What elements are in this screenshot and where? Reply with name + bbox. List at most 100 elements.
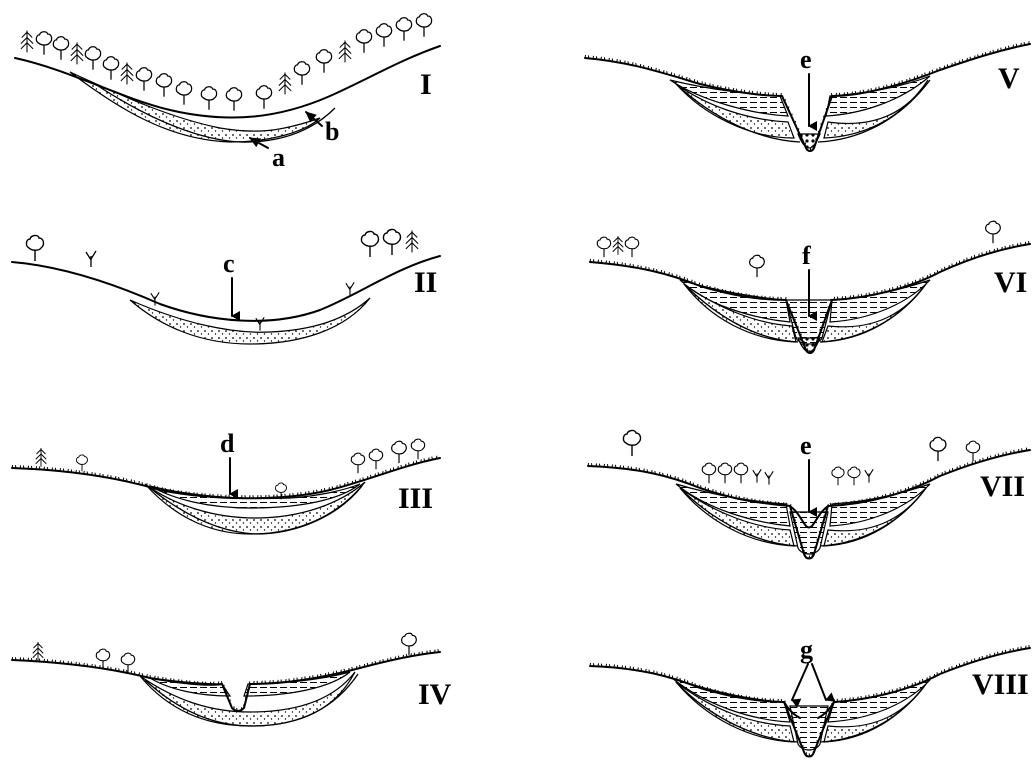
grass-tick [363,477,364,480]
grass-tick [609,261,610,264]
grass-tick [994,653,995,656]
grass-tick [155,676,156,679]
grass-tick [718,288,719,291]
grass-tick [44,659,45,662]
grass-tick [321,489,322,492]
grass-tick [667,71,668,74]
grass-tick [812,554,813,557]
grass-tick [387,658,388,661]
grass-tick [265,681,266,684]
grass-tick [823,725,824,728]
grass-tick [884,691,885,694]
grass-tick [852,92,853,95]
grass-tick [746,294,747,297]
grass-tick [796,125,797,128]
grass-tick [838,502,839,505]
grass-tick [803,139,804,142]
panel-label-VI: VI [994,266,1027,299]
grass-tick [682,76,683,79]
grass-tick [828,306,829,309]
grass-tick [892,287,893,290]
grass-tick [221,681,222,684]
grass-tick [820,329,821,332]
grass-tick [699,685,700,688]
grass-tick [690,78,691,81]
grass-tick [247,689,248,692]
forest-trees-I [21,14,432,111]
grass-tick [639,468,640,471]
grass-tick [932,70,933,73]
grass-tick [714,287,715,290]
grass-tick [904,686,905,689]
grass-tick [321,674,322,677]
grass-tick [877,693,878,696]
grass-tick [123,478,124,481]
grass-tick [894,82,895,85]
grass-tick [669,272,670,275]
grass-tick [844,92,845,95]
grass-tick [679,75,680,78]
grass-tick [1003,453,1004,456]
grass-tick [649,670,650,673]
grass-tick [776,93,777,96]
grass-tick [790,308,791,311]
grass-tick [765,698,766,701]
grass-tick [930,274,931,277]
grass-tick [937,68,938,71]
grass-tick [237,495,238,498]
grass-tick [697,484,698,487]
grass-tick [186,680,187,683]
grass-tick [247,693,248,696]
grass-tick [202,493,203,496]
grass-tick [1013,648,1014,651]
grass-tick [123,669,124,672]
grass-tick [44,467,45,470]
grass-tick [802,745,803,748]
grass-tick [687,278,688,281]
grass-tick [823,520,824,523]
grass-tick [957,467,958,470]
grass-tick [762,698,763,701]
ground-surface-IV [12,652,440,711]
grass-tick [987,655,988,658]
grass-tick [52,467,53,470]
grass-tick [103,666,104,669]
grass-tick [781,93,782,96]
grass-tick [721,86,722,89]
grass-tick [281,679,282,682]
channel-fill-VII [790,512,828,554]
grass-tick [119,477,120,480]
grass-tick [190,681,191,684]
grass-tick [789,712,790,715]
grass-tick [791,715,792,718]
grass-tick [257,681,258,684]
grass-tick [390,469,391,472]
grass-tick [814,344,815,347]
grass-tick [817,337,818,340]
grass-tick [944,66,945,69]
panel-label-II: II [414,266,437,299]
label-a: a [272,143,285,172]
grass-tick [687,680,688,683]
grass-tick [36,658,37,661]
grass-tick [768,92,769,95]
grass-tick [908,487,909,490]
grass-tick [997,652,998,655]
grass-tick [317,675,318,678]
grass-tick [324,488,325,491]
grass-tick [221,494,222,497]
grass-tick [620,465,621,468]
grass-tick [990,51,991,54]
grass-tick [819,736,820,739]
grass-tick [734,694,735,697]
grass-tick [925,73,926,76]
grass-tick [806,146,807,149]
grass-tick [352,481,353,484]
grass-tick [944,669,945,672]
grass-tick [822,325,823,328]
grass-tick [593,56,594,59]
grass-tick [783,96,784,99]
grass-tick [1024,42,1025,45]
grass-tick [814,550,815,553]
grass-tick [1025,646,1026,649]
